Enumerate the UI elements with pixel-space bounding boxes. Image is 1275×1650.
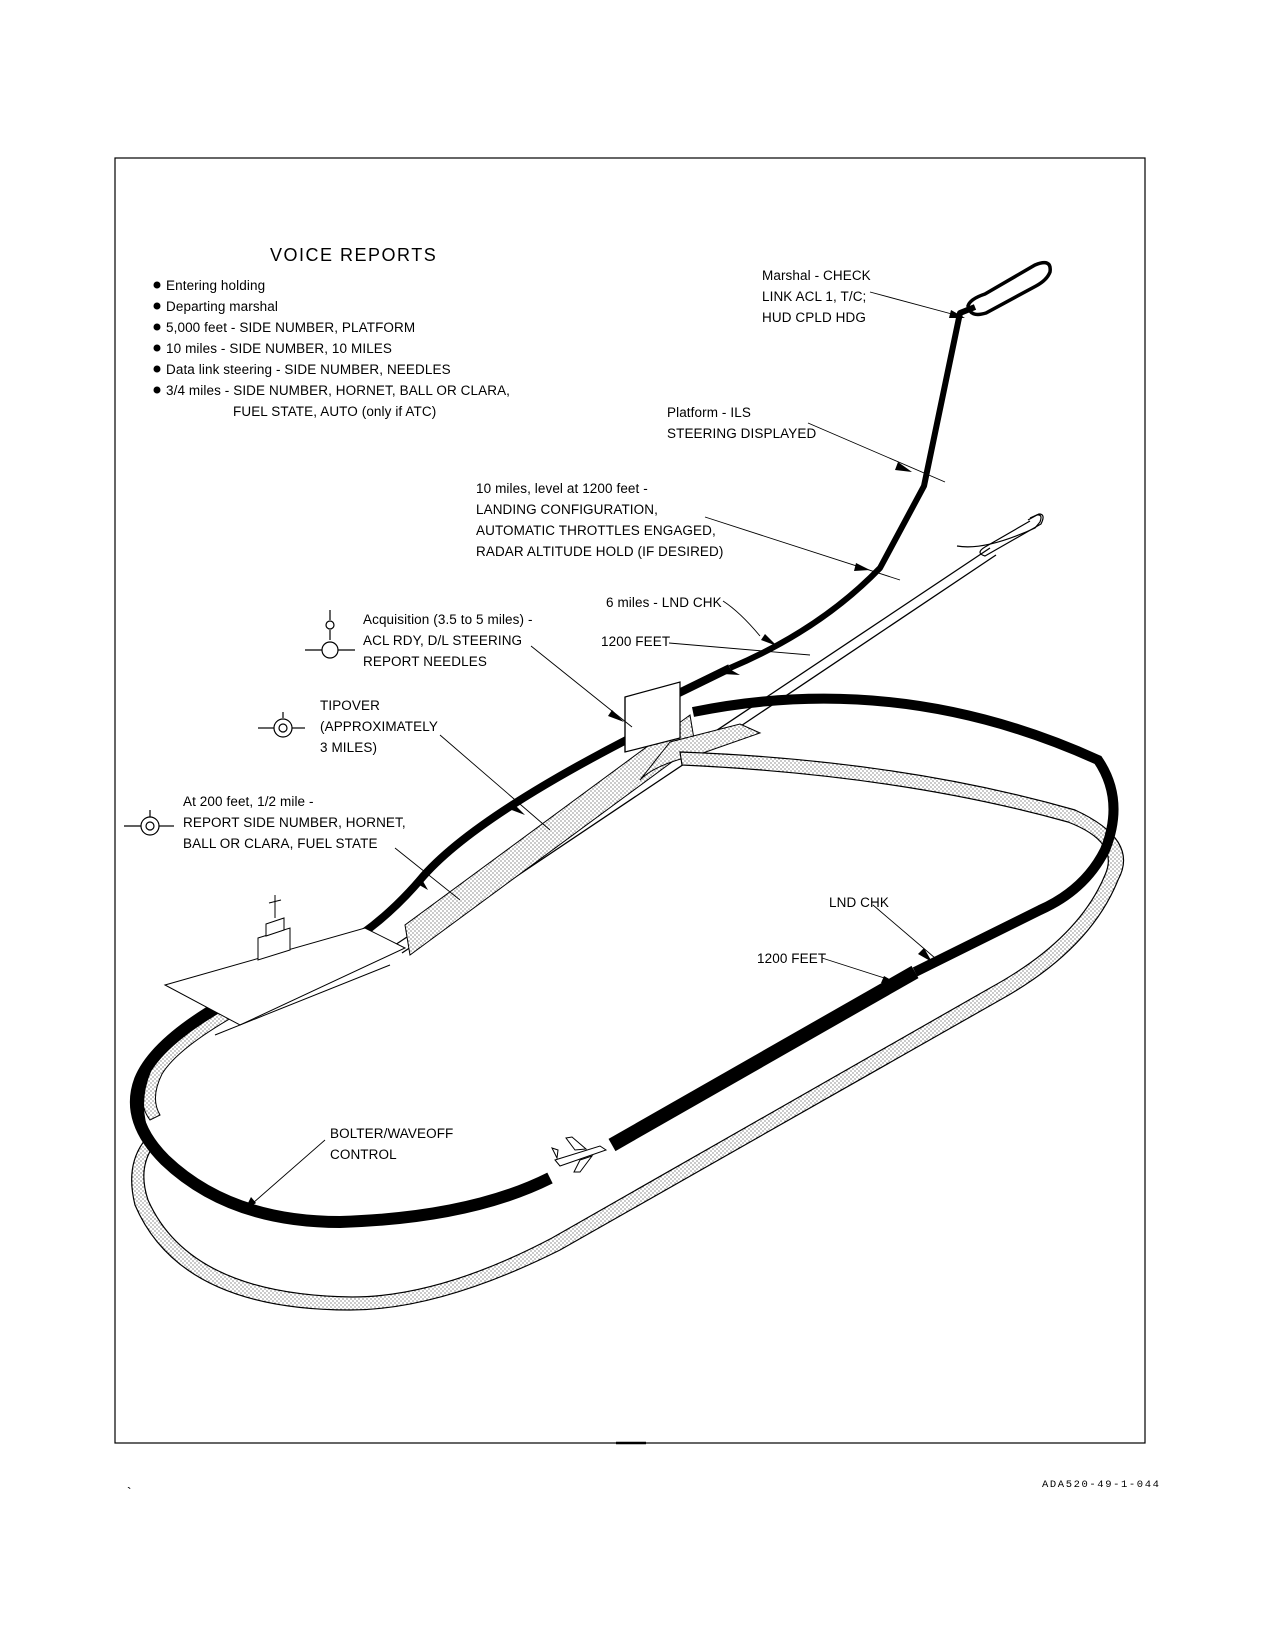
callout-lnd-chk: LND CHK: [829, 895, 889, 910]
voice-report-item: Departing marshal: [166, 299, 278, 314]
callout-marshal: Marshal - CHECK LINK ACL 1, T/C; HUD CPL…: [762, 268, 871, 325]
callout-line: At 200 feet, 1/2 mile -: [183, 794, 314, 809]
callout-line: AUTOMATIC THROTTLES ENGAGED,: [476, 523, 716, 538]
callout-six-miles: 6 miles - LND CHK: [606, 595, 722, 610]
callout-line: BALL OR CLARA, FUEL STATE: [183, 836, 378, 851]
callout-acquisition: Acquisition (3.5 to 5 miles) - ACL RDY, …: [363, 612, 533, 669]
voice-report-continuation: FUEL STATE, AUTO (only if ATC): [233, 404, 436, 419]
voice-report-item: 10 miles - SIDE NUMBER, 10 MILES: [166, 341, 392, 356]
callout-line: RADAR ALTITUDE HOLD (IF DESIRED): [476, 544, 723, 559]
acquisition-box: [624, 681, 681, 753]
callout-line: BOLTER/WAVEOFF: [330, 1126, 453, 1141]
needles-symbol-icon: [305, 610, 355, 659]
callout-line: Acquisition (3.5 to 5 miles) -: [363, 612, 533, 627]
callout-line: REPORT NEEDLES: [363, 654, 487, 669]
stray-mark: `: [127, 1485, 132, 1500]
tipover-symbol-icon: [258, 712, 305, 738]
bullet-icon: [153, 323, 161, 331]
callout-line: 1200 FEET: [601, 634, 670, 649]
bullet-icon: [153, 365, 161, 373]
voice-report-item: 5,000 feet - SIDE NUMBER, PLATFORM: [166, 320, 415, 335]
ball-symbol-icon: [124, 810, 174, 836]
callout-at-200-feet: At 200 feet, 1/2 mile - REPORT SIDE NUMB…: [183, 794, 406, 851]
callout-1200-feet-lower: 1200 FEET: [757, 951, 826, 966]
callout-line: HUD CPLD HDG: [762, 310, 866, 325]
callout-line: 10 miles, level at 1200 feet -: [476, 481, 648, 496]
callout-line: ACL RDY, D/L STEERING: [363, 633, 522, 648]
callout-line: Platform - ILS: [667, 405, 751, 420]
callout-line: TIPOVER: [320, 698, 380, 713]
aircraft-icon: [551, 1136, 608, 1173]
callout-line: LND CHK: [829, 895, 889, 910]
aircraft-carrier: [163, 895, 407, 1036]
voice-reports-title: VOICE REPORTS: [270, 245, 437, 265]
callout-line: 1200 FEET: [757, 951, 826, 966]
bullet-icon: [153, 302, 161, 310]
callout-line: STEERING DISPLAYED: [667, 426, 816, 441]
figure-id: ADA520-49-1-044: [1042, 1479, 1161, 1491]
callout-line: (APPROXIMATELY: [320, 719, 438, 734]
callout-line: 3 MILES): [320, 740, 377, 755]
voice-report-item: Data link steering - SIDE NUMBER, NEEDLE…: [166, 362, 451, 377]
callout-line: 6 miles - LND CHK: [606, 595, 722, 610]
callout-line: REPORT SIDE NUMBER, HORNET,: [183, 815, 406, 830]
bullet-icon: [153, 386, 161, 394]
callout-1200-feet-upper: 1200 FEET: [601, 634, 670, 649]
callout-line: LINK ACL 1, T/C;: [762, 289, 866, 304]
callout-line: Marshal - CHECK: [762, 268, 871, 283]
callout-tipover: TIPOVER (APPROXIMATELY 3 MILES): [320, 698, 438, 755]
voice-report-item: 3/4 miles - SIDE NUMBER, HORNET, BALL OR…: [166, 383, 510, 398]
callout-line: CONTROL: [330, 1147, 397, 1162]
voice-report-item: Entering holding: [166, 278, 265, 293]
callout-bolter: BOLTER/WAVEOFF CONTROL: [330, 1126, 453, 1162]
callout-ten-miles: 10 miles, level at 1200 feet - LANDING C…: [476, 481, 723, 559]
voice-reports-list: Entering holding Departing marshal 5,000…: [153, 278, 510, 419]
callout-line: LANDING CONFIGURATION,: [476, 502, 658, 517]
callout-platform: Platform - ILS STEERING DISPLAYED: [667, 405, 816, 441]
bullet-icon: [153, 281, 161, 289]
leader-lines: [244, 291, 965, 1211]
bullet-icon: [153, 344, 161, 352]
